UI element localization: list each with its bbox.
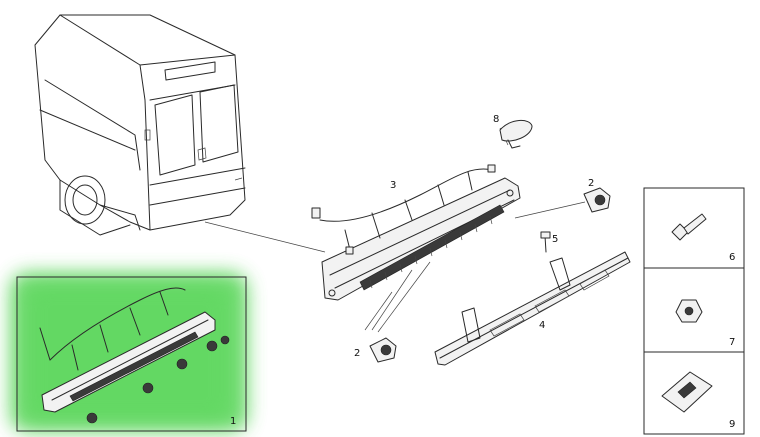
nut-part xyxy=(675,299,703,323)
inset-panel xyxy=(16,276,247,432)
callout-4: 4 xyxy=(539,320,545,331)
callout-5: 5 xyxy=(552,234,558,245)
bracket-part xyxy=(434,251,631,366)
sensor-bottom xyxy=(369,337,397,363)
callout-2-right: 2 xyxy=(588,178,594,189)
callout-1: 1 xyxy=(230,416,236,427)
callout-6: 6 xyxy=(729,252,735,263)
cap-part xyxy=(499,120,533,149)
callout-labels: 1 2 2 3 4 5 6 7 8 9 xyxy=(230,114,735,430)
clip-part xyxy=(661,371,713,413)
callout-9: 9 xyxy=(729,419,735,430)
callout-7: 7 xyxy=(729,337,735,348)
callout-8: 8 xyxy=(493,114,499,125)
callout-2-bottom: 2 xyxy=(354,348,360,359)
callout-3: 3 xyxy=(390,180,396,191)
wiring-harness xyxy=(311,164,496,255)
sensor-right xyxy=(583,187,611,213)
lamp-bar xyxy=(321,177,521,301)
bolt-part xyxy=(671,213,707,241)
screw-part xyxy=(540,231,551,253)
leader-lines xyxy=(204,127,586,333)
van-outline xyxy=(34,14,246,236)
side-panel xyxy=(643,187,745,435)
inset-sensors xyxy=(86,335,230,424)
